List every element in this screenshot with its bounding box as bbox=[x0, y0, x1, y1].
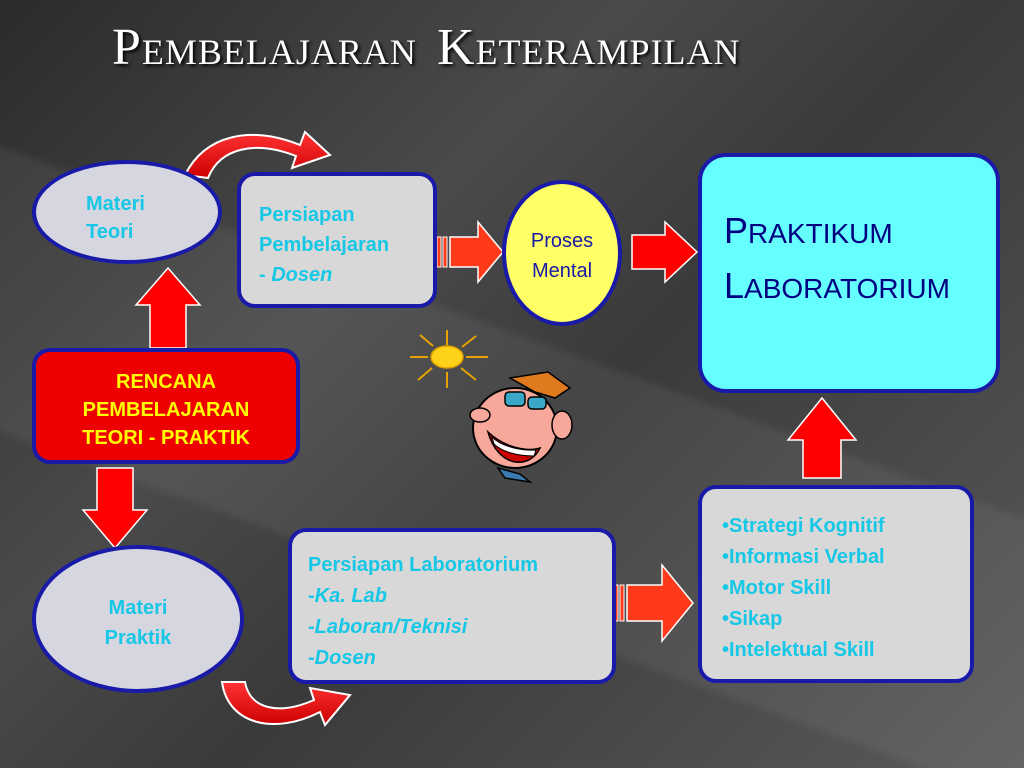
rencana-line1: RENCANA bbox=[116, 371, 216, 393]
materi-teori-line1: Materi bbox=[86, 193, 145, 215]
skill-item: •Motor Skill bbox=[722, 577, 832, 599]
persiapan-lab-title: Persiapan Laboratorium bbox=[308, 554, 539, 576]
persiapan-pembelajaran-dosen: Dosen bbox=[271, 264, 333, 286]
arrow-up-to-materi-teori bbox=[134, 266, 202, 349]
arrow-to-proses-mental bbox=[436, 219, 504, 285]
laboratorium-cap: L bbox=[724, 265, 745, 306]
proses-mental-line1: Proses bbox=[530, 230, 594, 252]
skills-node: •Strategi Kognitif •Informasi Verbal •Mo… bbox=[698, 485, 974, 683]
skill-item: •Intelektual Skill bbox=[722, 639, 875, 661]
persiapan-lab-item-dosen: Dosen bbox=[314, 647, 376, 669]
persiapan-laboratorium-node: Persiapan Laboratorium -Ka. Lab -Laboran… bbox=[288, 528, 616, 684]
persiapan-pembelajaran-line2: Pembelajaran bbox=[259, 234, 390, 256]
materi-praktik-line1: Materi bbox=[108, 597, 168, 619]
praktikum-cap: P bbox=[724, 210, 749, 251]
sun-icon bbox=[410, 330, 488, 388]
arrow-to-skills bbox=[613, 562, 694, 644]
skill-item: •Sikap bbox=[722, 608, 783, 630]
persiapan-pembelajaran-prefix: - bbox=[259, 264, 272, 286]
skill-item: •Strategi Kognitif bbox=[722, 515, 885, 537]
cartoon-face-icon bbox=[469, 371, 573, 484]
page-title: PEMBELAJARAN KETERAMPILAN bbox=[112, 19, 741, 76]
proses-mental-node: Proses Mental bbox=[502, 180, 622, 326]
curved-arrow-top bbox=[183, 130, 332, 180]
persiapan-lab-item-laboran: Laboran/Teknisi bbox=[314, 616, 468, 638]
materi-praktik-line2: Praktik bbox=[104, 627, 172, 649]
skill-item: •Informasi Verbal bbox=[722, 546, 885, 568]
materi-teori-line2: Teori bbox=[86, 221, 134, 243]
laboratorium-rest: ABORATORIUM bbox=[744, 273, 950, 304]
praktikum-rest: RAKTIKUM bbox=[748, 218, 893, 249]
persiapan-lab-item-kalab: Ka. Lab bbox=[314, 585, 387, 607]
arrow-to-praktikum bbox=[631, 220, 699, 284]
rencana-pembelajaran-node: RENCANA PEMBELAJARAN TEORI - PRAKTIK bbox=[32, 348, 300, 464]
materi-teori-node: Materi Teori bbox=[32, 160, 222, 264]
curved-arrow-bottom bbox=[220, 681, 352, 727]
arrow-down-to-materi-praktik bbox=[81, 467, 149, 550]
arrow-up-to-praktikum bbox=[786, 396, 858, 479]
rencana-line3: TEORI - PRAKTIK bbox=[82, 427, 250, 449]
proses-mental-line2: Mental bbox=[531, 260, 593, 282]
persiapan-pembelajaran-node: Persiapan Pembelajaran - Dosen bbox=[237, 172, 437, 308]
materi-praktik-node: Materi Praktik bbox=[32, 545, 244, 693]
rencana-line2: PEMBELAJARAN bbox=[82, 399, 250, 421]
persiapan-pembelajaran-line1: Persiapan bbox=[259, 204, 355, 226]
praktikum-laboratorium-node: PRAKTIKUM LABORATORIUM bbox=[698, 153, 1000, 393]
